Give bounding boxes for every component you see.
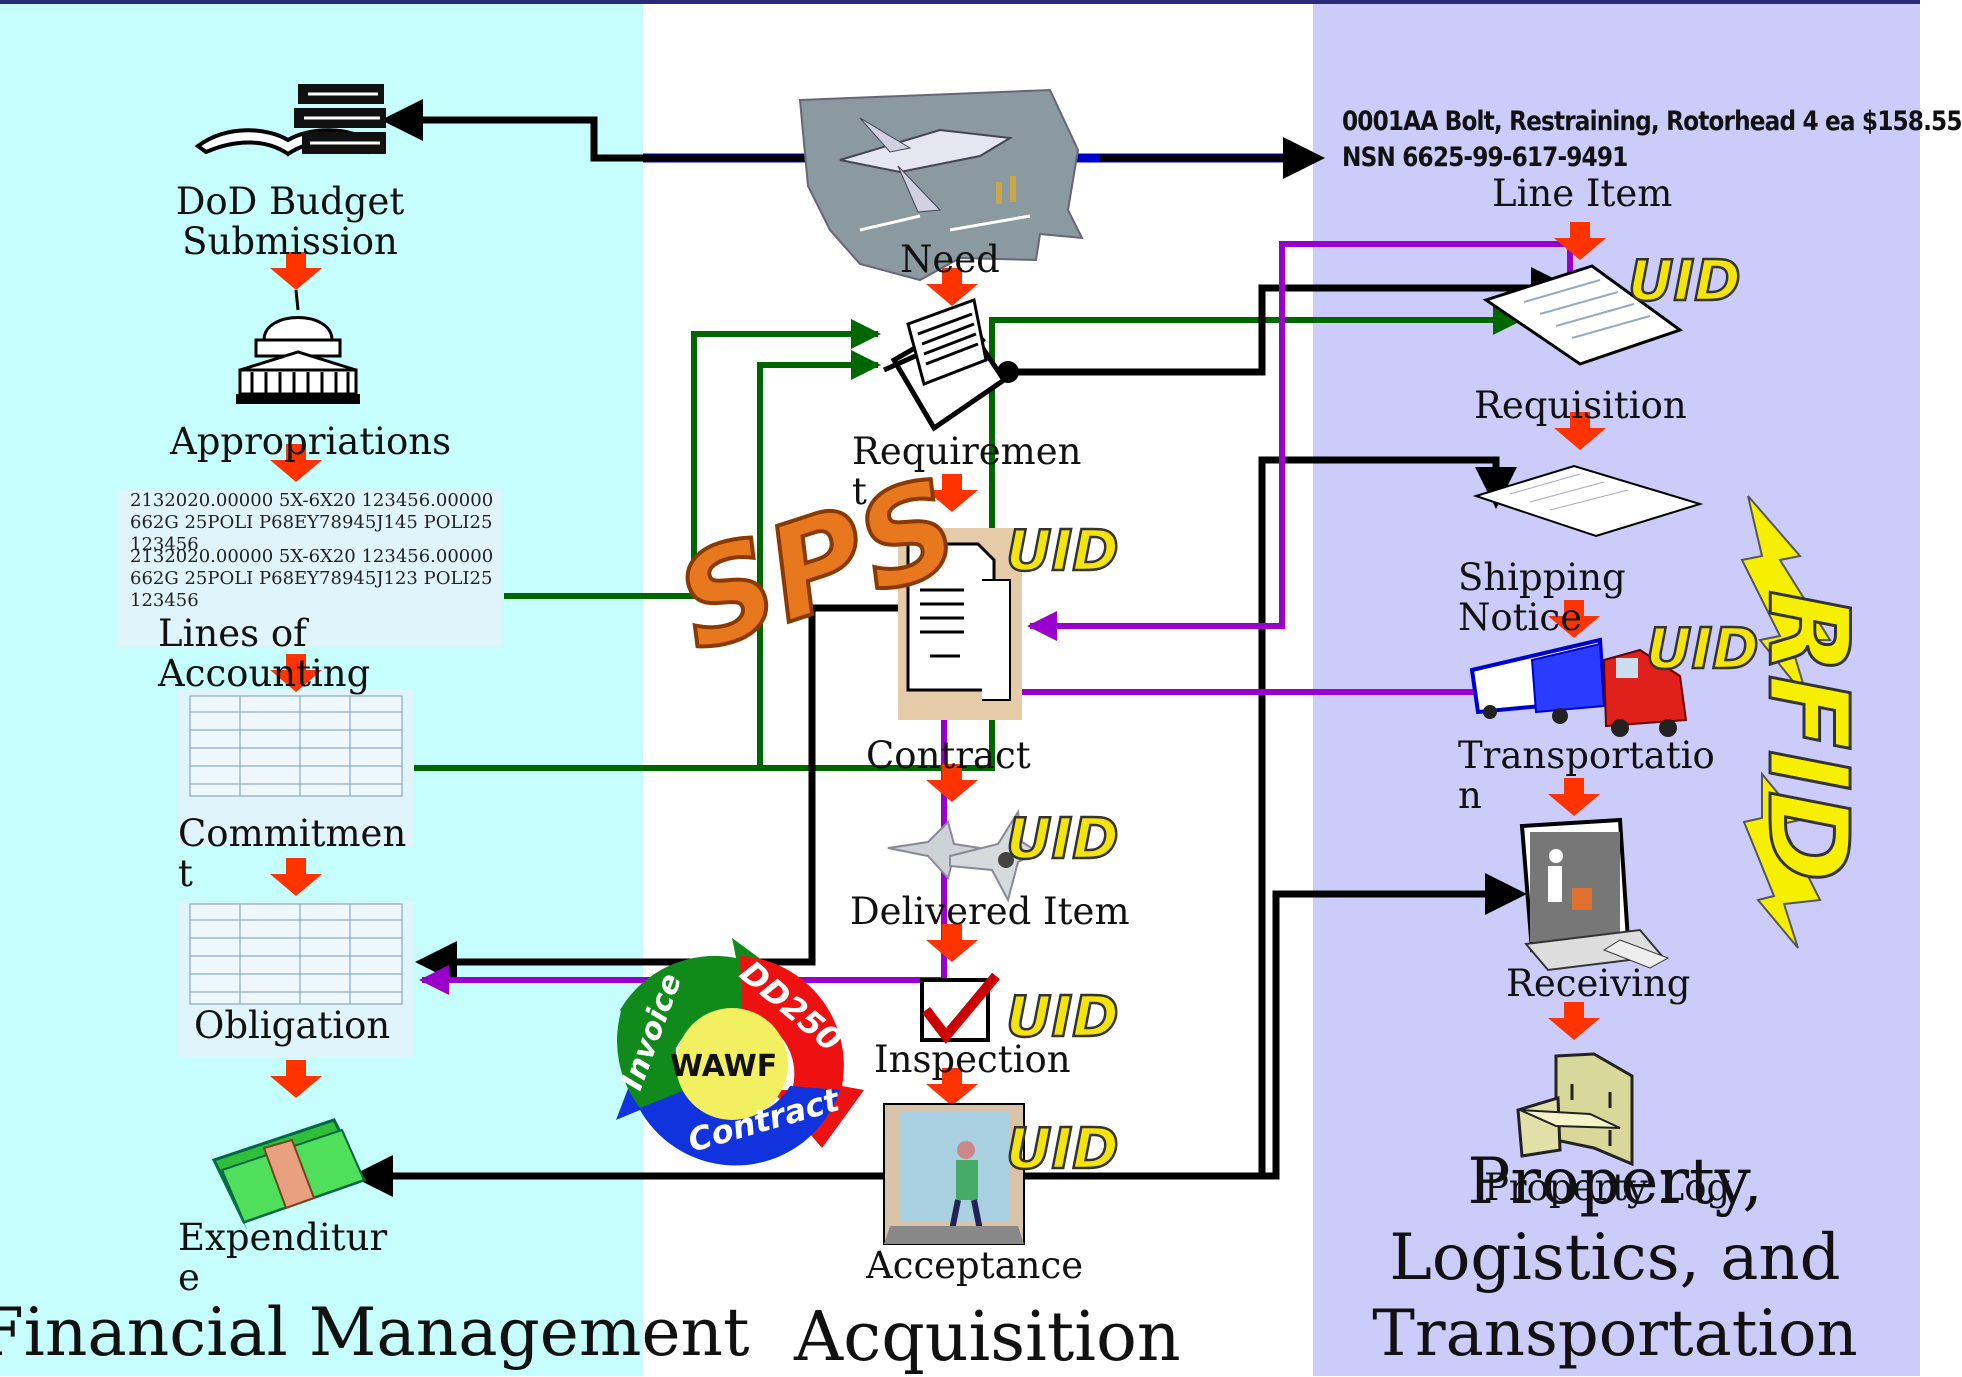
money-icon: [211, 1118, 367, 1232]
nsn-label: NSN 6625-99-617-9491: [1342, 142, 1628, 173]
top-bar: [0, 0, 1920, 4]
rfid-bolt-icon: [1740, 495, 1832, 949]
acceptance-label: Acceptance: [866, 1244, 1084, 1287]
contract-label: Contract: [866, 734, 1031, 777]
wawf-cycle-icon: [616, 938, 864, 1166]
wawf-label: WAWF: [670, 1049, 777, 1084]
shipping-notice-label: Shipping Notice: [1458, 556, 1626, 639]
need-to-budget-arrow: [381, 99, 820, 162]
airplane-icon: [798, 88, 1084, 282]
diagram-canvas: SPS UID UID UID UID UID UID RFID WAWF In…: [189, 84, 1874, 1245]
receiving-label: Receiving: [1506, 962, 1691, 1005]
inspection-label: Inspection: [874, 1038, 1071, 1081]
requisition-paper-icon: [1472, 464, 1704, 538]
commitment-table-icon: [189, 695, 403, 797]
appropriations-label: Appropriations: [170, 420, 452, 463]
uid-label-acceptance: UID: [1006, 1117, 1119, 1182]
commitment-label: Commitment: [178, 812, 407, 895]
capitol-icon: [236, 289, 360, 404]
acquisition-title: Acquisition: [794, 1298, 1181, 1377]
expenditure-label: Expenditure: [178, 1216, 388, 1299]
delivered-item-label: Delivered Item: [850, 890, 1130, 933]
receiving-icon: [1519, 817, 1670, 972]
obligation-label: Obligation: [194, 1004, 391, 1047]
black-flow-lines: [351, 267, 1573, 1197]
loa-line-1: 2132020.00000 5X-6X20 123456.00000 662G …: [130, 490, 494, 555]
uid-label-inspection: UID: [1006, 985, 1119, 1050]
file-cabinet-icon: [1516, 1052, 1634, 1167]
uid-label-transport: UID: [1646, 617, 1759, 682]
property-logistics-title: Property, Logistics, and Transportation: [1372, 1145, 1858, 1371]
paper-icon: [1482, 264, 1684, 366]
uid-label-contract: UID: [1006, 519, 1119, 584]
truck-icon: [1469, 637, 1688, 737]
property-log-label: Property Log: [1484, 1166, 1731, 1209]
uid-label-lineitem: UID: [1628, 249, 1741, 314]
line-item-info: 0001AA Bolt, Restraining, Rotorhead 4 ea…: [1342, 106, 1962, 137]
uid-label-delivered: UID: [1006, 807, 1119, 872]
need-label: Need: [900, 238, 1000, 281]
line-item-label: Line Item: [1492, 172, 1673, 215]
financial-management-title: Financial Management: [0, 1294, 750, 1371]
checkmark-icon: [920, 972, 1000, 1044]
budget-submission-label: DoD Budget Submission: [175, 180, 405, 263]
folder-icon: [882, 297, 1008, 432]
requirement-label: Requirement: [852, 430, 1082, 513]
requisition-label: Requisition: [1474, 384, 1687, 427]
books-icon: [194, 84, 386, 157]
contract-icon: [898, 528, 1022, 720]
obligation-table-icon: [189, 903, 403, 1005]
worker-icon: [883, 1103, 1025, 1245]
transportation-label: Transportation: [1458, 734, 1715, 817]
loa-line-2: 2132020.00000 5X-6X20 123456.00000 662G …: [130, 546, 494, 611]
lines-of-accounting-box: [118, 489, 502, 647]
lines-of-accounting-label: Lines of Accounting: [158, 612, 371, 695]
jet-icon: [887, 809, 1041, 903]
rfid-wordart: RFID: [1744, 590, 1872, 882]
